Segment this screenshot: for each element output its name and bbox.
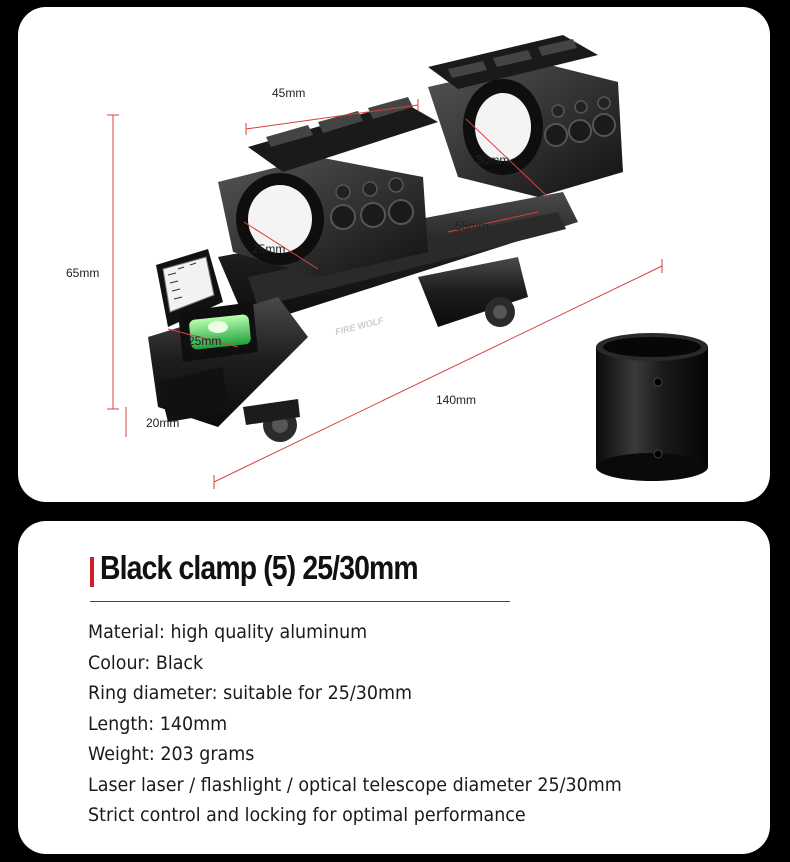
title-accent-bar <box>90 557 94 587</box>
scope-mount-illustration: FIRE WOLF <box>107 35 708 489</box>
spec-ring-diameter: Ring diameter: suitable for 25/30mm <box>88 682 413 704</box>
dimension-base-height: 20mm <box>146 416 180 430</box>
spec-weight: Weight: 203 grams <box>88 743 255 765</box>
dimension-ring-diameter-30: 30mm <box>476 153 510 167</box>
product-title: Black clamp (5) 25/30mm <box>100 549 419 586</box>
dimension-lines <box>107 99 663 489</box>
spec-locking: Strict control and locking for optimal p… <box>88 804 526 826</box>
dimension-ring-diameter-25-b: 25mm <box>188 334 222 348</box>
brand-engraving: FIRE WOLF <box>334 315 385 337</box>
dimension-ring-spacing: 55mm <box>455 219 489 233</box>
title-divider <box>90 601 510 602</box>
dimension-ring-diameter-25-a: 25mm <box>252 242 286 256</box>
ring-insert-sleeve <box>596 333 708 481</box>
spec-list: Material: high quality aluminum Colour: … <box>88 617 668 831</box>
spec-length: Length: 140mm <box>88 712 228 735</box>
specifications-card: Black clamp (5) 25/30mm Material: high q… <box>18 521 770 854</box>
spec-material: Material: high quality aluminum <box>88 621 368 643</box>
dimension-total-length: 140mm <box>436 393 477 407</box>
dimension-total-height: 65mm <box>66 266 100 280</box>
product-image-card: FIRE WOLF <box>18 7 770 502</box>
spec-colour: Colour: Black <box>88 651 204 674</box>
spec-compatibility: Laser laser / flashlight / optical teles… <box>88 773 622 796</box>
dimension-top-ring-width: 45mm <box>272 86 306 100</box>
